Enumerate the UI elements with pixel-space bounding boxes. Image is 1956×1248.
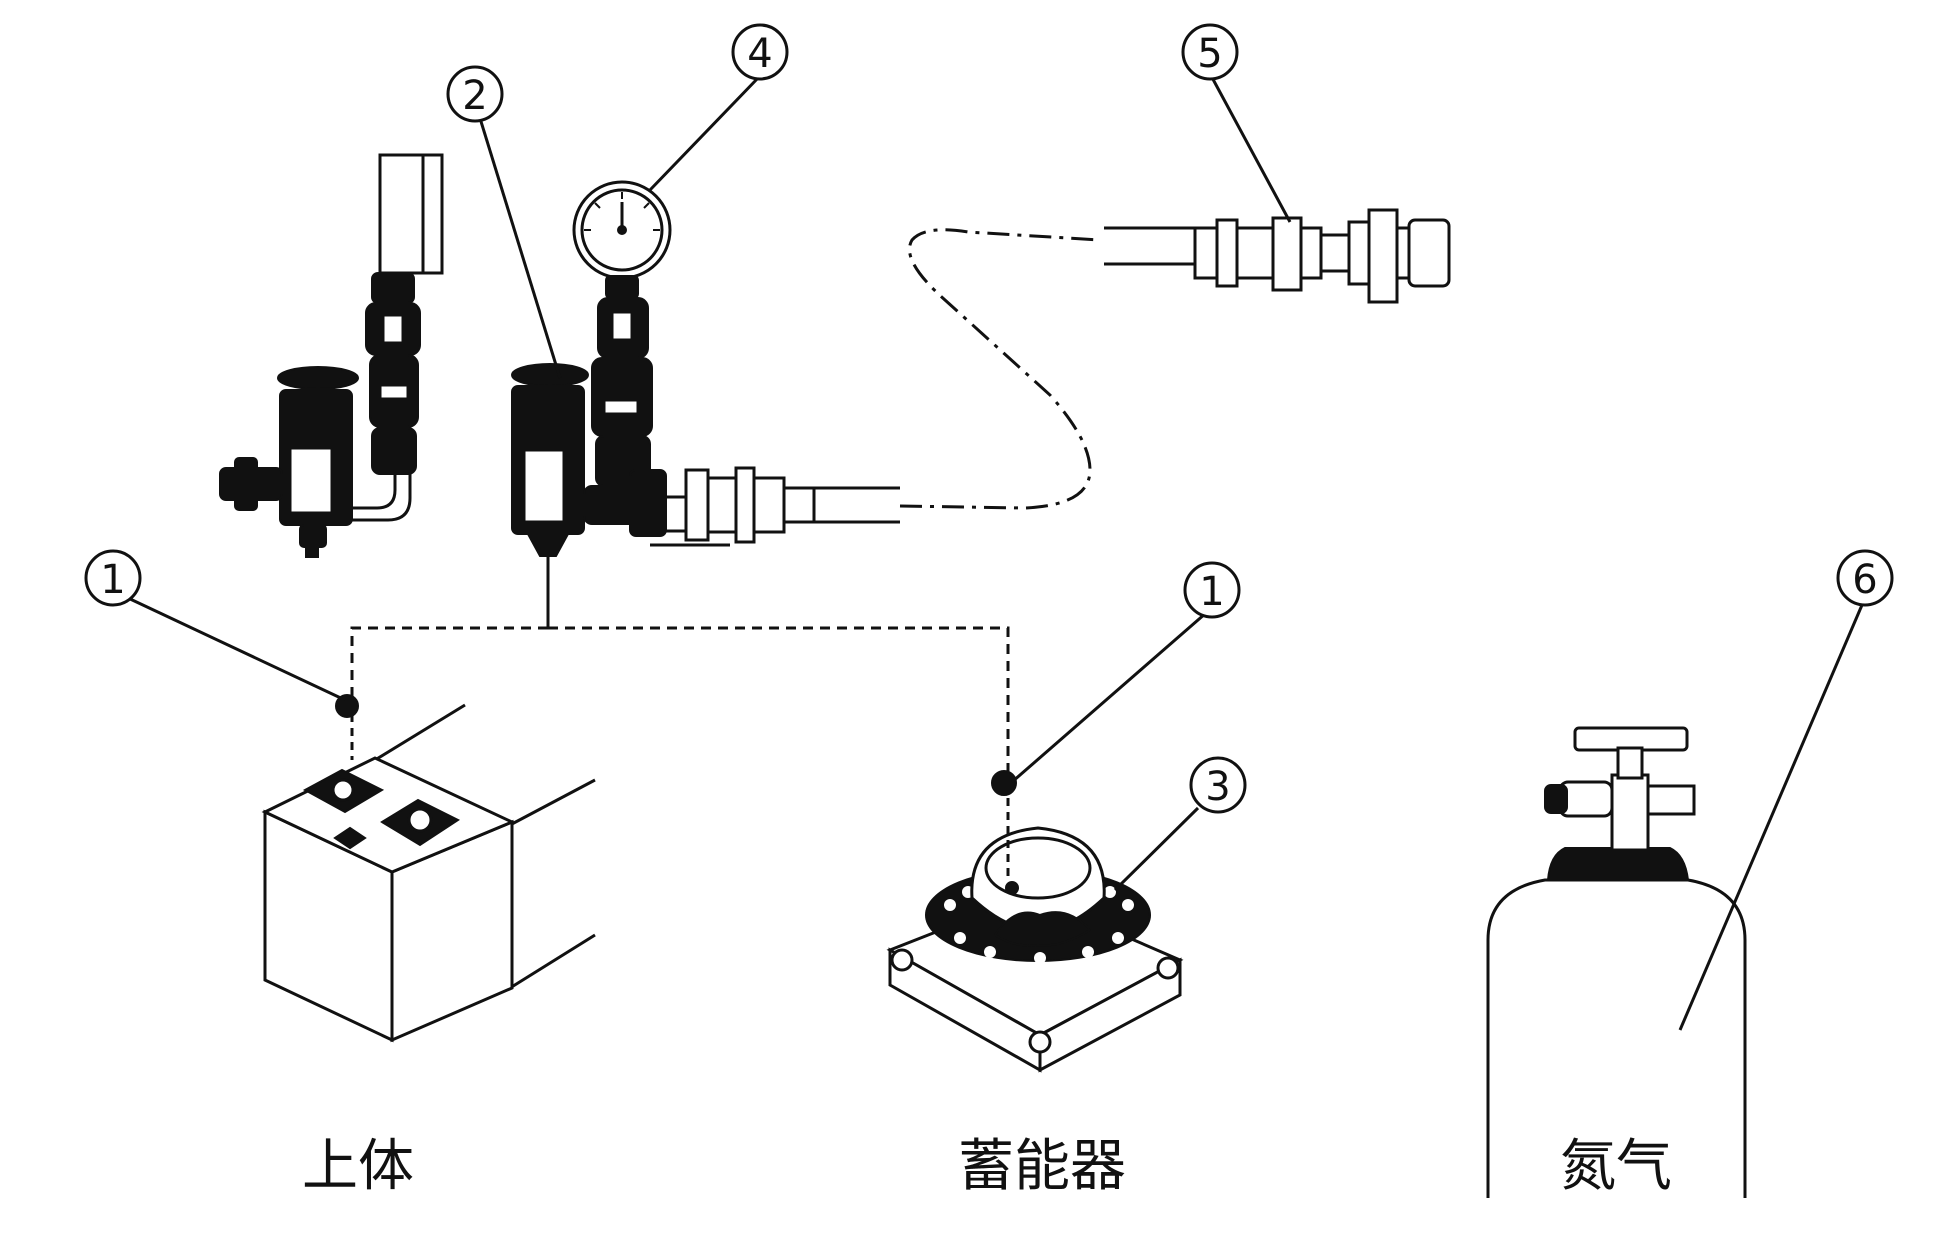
- label-upper-body: 上体: [302, 1134, 414, 1199]
- callout-3: 3: [1189, 756, 1247, 814]
- label-nitrogen: 氮气: [1560, 1134, 1672, 1199]
- svg-text:4: 4: [747, 31, 772, 77]
- hose-line: [899, 228, 1101, 510]
- left-valve-assembly: [219, 153, 444, 558]
- callout-1-right: 1: [1183, 561, 1241, 619]
- svg-text:2: 2: [462, 73, 487, 119]
- hose-fitting: [1104, 208, 1451, 304]
- callout-2: 2: [446, 65, 504, 123]
- charging-valve-with-gauge: [511, 180, 672, 628]
- nitrogen-cylinder: [1486, 726, 1747, 1198]
- callout-5: 5: [1181, 23, 1239, 81]
- svg-text:1: 1: [100, 557, 125, 603]
- center-hose-connector: [650, 466, 900, 547]
- upper-body-block: [261, 694, 596, 1043]
- svg-text:5: 5: [1197, 31, 1222, 77]
- label-accumulator: 蓄能器: [958, 1134, 1126, 1199]
- connection-dashes: [350, 626, 1010, 770]
- svg-text:6: 6: [1852, 557, 1877, 603]
- leader-lines: [127, 69, 1864, 1031]
- svg-text:3: 3: [1205, 764, 1230, 810]
- callout-6: 6: [1836, 549, 1894, 607]
- callout-4: 4: [731, 23, 789, 81]
- accumulator-body: [886, 770, 1184, 1073]
- svg-text:1: 1: [1199, 569, 1224, 615]
- callout-1-left: 1: [84, 549, 142, 607]
